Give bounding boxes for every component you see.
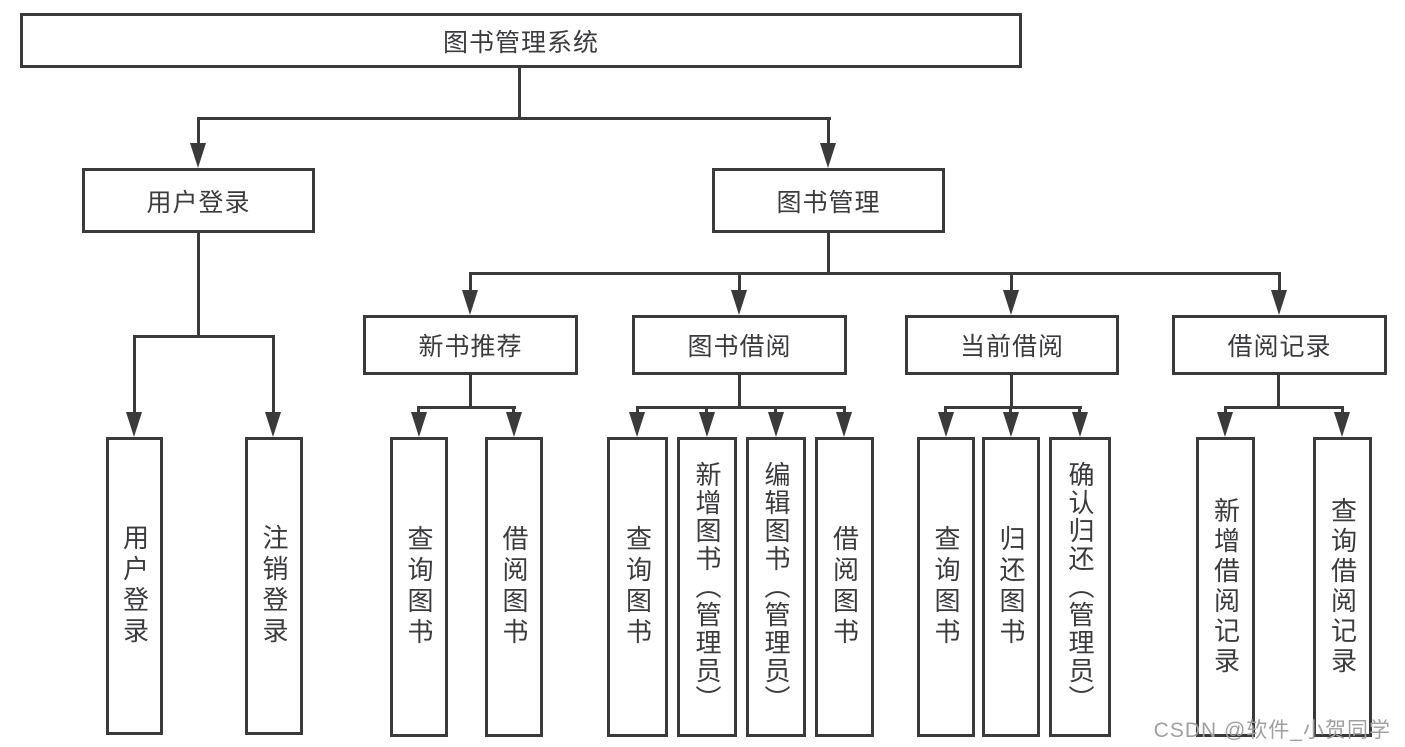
arrow-down-icon <box>506 412 522 437</box>
arrow-down-icon <box>126 412 142 437</box>
leaf-borrow-books: 借阅图书 <box>815 437 874 737</box>
leaf-label: 归还图书 <box>996 525 1026 649</box>
node-label: 当前借阅 <box>959 333 1064 361</box>
connector-line <box>272 335 275 427</box>
node-book-management: 图书管理 <box>712 168 945 233</box>
connector-line <box>133 335 136 427</box>
leaf-label: 用户登录 <box>119 524 150 648</box>
arrow-down-icon <box>1334 412 1350 437</box>
node-new-book-recommend: 新书推荐 <box>363 315 578 375</box>
connector-line <box>469 272 1281 275</box>
leaf-label: 借阅图书 <box>829 525 860 649</box>
leaf-add-book-admin: 新增图书（管理员） <box>677 437 737 737</box>
connector-line <box>133 335 275 338</box>
connector-line <box>469 272 472 304</box>
connector-line <box>197 117 200 157</box>
node-root: 图书管理系统 <box>20 13 1022 68</box>
leaf-label: 新增图书（管理员） <box>692 461 722 713</box>
arrow-down-icon <box>1271 290 1287 315</box>
connector-line <box>827 231 830 275</box>
node-label: 新书推荐 <box>418 333 523 361</box>
arrow-down-icon <box>265 412 281 437</box>
connector-line <box>738 373 741 409</box>
node-root-label: 图书管理系统 <box>442 28 599 57</box>
leaf-label: 查询图书 <box>622 525 653 649</box>
arrow-down-icon <box>1003 290 1019 315</box>
leaf-query-books-current: 查询图书 <box>917 437 975 737</box>
node-label: 用户登录 <box>146 188 251 217</box>
connector-line <box>1010 373 1013 409</box>
connector-line <box>197 231 200 337</box>
connector-line <box>417 406 516 409</box>
node-borrow-records: 借阅记录 <box>1172 315 1387 375</box>
arrow-down-icon <box>731 290 747 315</box>
leaf-label: 查询图书 <box>404 525 434 649</box>
node-label: 图书管理 <box>776 188 881 217</box>
arrow-down-icon <box>411 412 427 437</box>
leaf-edit-book-admin: 编辑图书（管理员） <box>746 437 806 737</box>
leaf-add-borrow-record: 新增借阅记录 <box>1196 437 1255 737</box>
arrow-down-icon <box>820 143 836 168</box>
leaf-query-books-borrow: 查询图书 <box>607 437 668 737</box>
leaf-query-borrow-record: 查询借阅记录 <box>1313 437 1372 737</box>
node-label: 借阅记录 <box>1227 333 1332 361</box>
arrow-down-icon <box>938 412 954 437</box>
node-book-borrow: 图书借阅 <box>632 315 847 375</box>
arrow-down-icon <box>1003 412 1019 437</box>
leaf-label: 查询借阅记录 <box>1327 497 1358 677</box>
node-label: 图书借阅 <box>687 333 792 361</box>
leaf-query-books-recommend: 查询图书 <box>390 437 448 737</box>
leaf-label: 编辑图书（管理员） <box>761 461 791 713</box>
arrow-down-icon <box>462 290 478 315</box>
leaf-borrow-books-recommend: 借阅图书 <box>485 437 543 737</box>
arrow-down-icon <box>699 412 715 437</box>
connector-line <box>1010 272 1013 304</box>
arrow-down-icon <box>836 412 852 437</box>
leaf-logout: 注销登录 <box>245 437 303 735</box>
leaf-label: 新增借阅记录 <box>1210 497 1241 677</box>
connector-line <box>469 373 472 409</box>
arrow-down-icon <box>768 412 784 437</box>
connector-line <box>518 66 521 120</box>
connector-line <box>1224 406 1344 409</box>
leaf-label: 借阅图书 <box>499 525 529 649</box>
node-user-login: 用户登录 <box>82 168 315 233</box>
leaf-label: 确认归还（管理员） <box>1065 461 1095 713</box>
connector-line <box>636 406 846 409</box>
leaf-label: 查询图书 <box>931 525 961 649</box>
arrow-down-icon <box>1217 412 1233 437</box>
leaf-user-login: 用户登录 <box>106 437 163 735</box>
connector-line <box>197 117 831 120</box>
connector-line <box>1277 373 1280 409</box>
connector-line <box>944 406 1082 409</box>
leaf-confirm-return-admin: 确认归还（管理员） <box>1049 437 1111 737</box>
leaf-label: 注销登录 <box>259 524 289 648</box>
arrow-down-icon <box>190 143 206 168</box>
csdn-watermark: CSDN @软件_小贺同学 <box>1153 719 1391 742</box>
connector-line <box>827 117 830 157</box>
connector-line <box>1278 272 1281 304</box>
leaf-return-book: 归还图书 <box>982 437 1040 737</box>
connector-line <box>738 272 741 304</box>
arrow-down-icon <box>1072 412 1088 437</box>
node-current-borrow: 当前借阅 <box>905 315 1119 375</box>
arrow-down-icon <box>629 412 645 437</box>
